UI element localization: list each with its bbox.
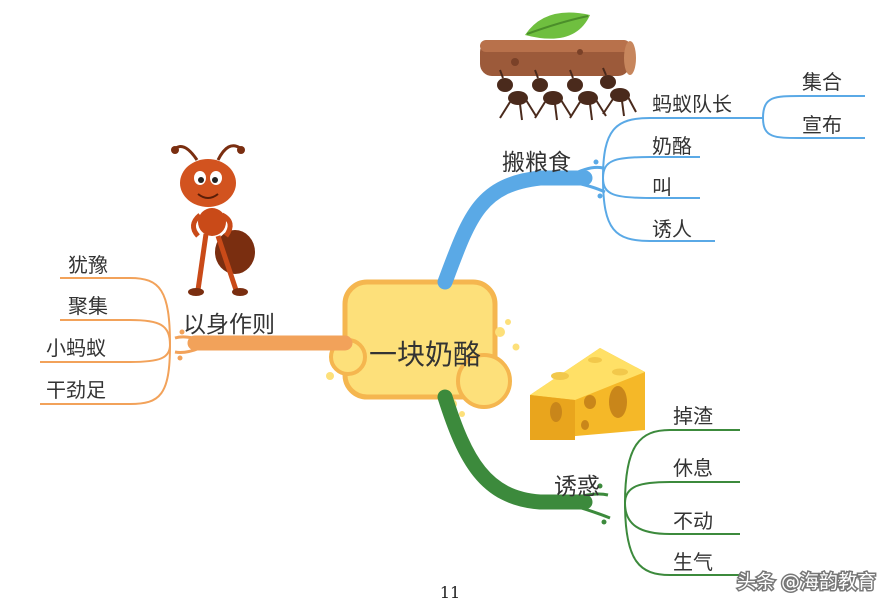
subleaf-announce: 宣布	[802, 113, 842, 137]
leaf-hesitate: 犹豫	[68, 253, 108, 277]
branch-carry-label: 搬粮食	[502, 150, 571, 176]
leaf-cheese: 奶酪	[652, 134, 692, 158]
branch-lead-label: 以身作则	[183, 312, 275, 338]
branch-tempt-label: 诱惑	[554, 474, 600, 500]
leaf-full-of-energy: 干劲足	[46, 378, 106, 402]
leaf-call: 叫	[652, 175, 672, 199]
subleaf-gather: 集合	[802, 70, 842, 94]
page-number: 11	[440, 583, 460, 602]
leaf-ant-captain: 蚂蚁队长	[652, 92, 732, 116]
central-node: 一块奶酪	[326, 279, 520, 417]
cheese-wedge-illustration	[530, 348, 645, 440]
branch-lead: 以身作则 犹豫 聚集 小蚂蚁 干劲足	[40, 253, 353, 405]
cartoon-ant-illustration	[171, 144, 255, 296]
leaf-tempting: 诱人	[652, 217, 692, 241]
leaf-gather-together: 聚集	[68, 294, 108, 318]
leaf-little-ant: 小蚂蚁	[46, 336, 106, 360]
branch-carry: 搬粮食 蚂蚁队长 奶酪 叫 诱人 集合 宣布	[437, 70, 865, 290]
leaf-rest: 休息	[673, 456, 713, 480]
branch-tempt: 诱惑 掉渣 休息 不动 生气	[437, 389, 740, 576]
ants-carrying-log-illustration	[480, 12, 637, 121]
leaf-angry: 生气	[673, 550, 713, 574]
leaf-motionless: 不动	[673, 509, 713, 533]
watermark-text: 头条 @海韵教育	[737, 571, 876, 593]
leaf-crumbs: 掉渣	[673, 404, 713, 428]
central-topic: 一块奶酪	[369, 338, 481, 371]
